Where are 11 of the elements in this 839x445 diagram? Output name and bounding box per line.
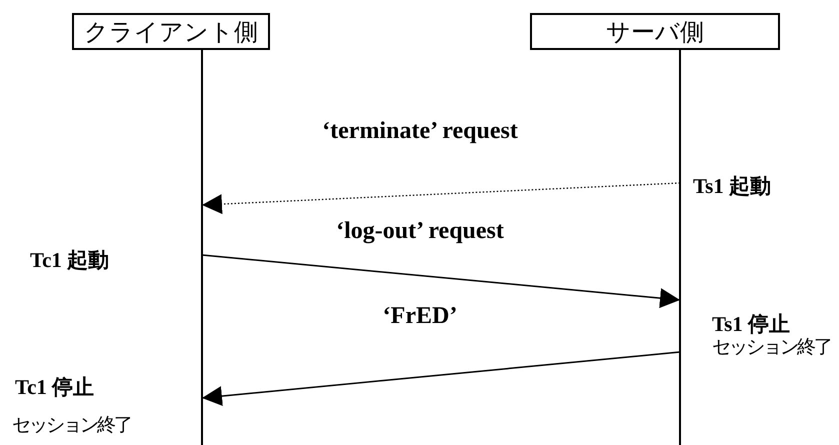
message-arrow bbox=[202, 254, 680, 308]
timer-note: Tc1 停止 bbox=[15, 374, 94, 401]
participant-box: クライアント側 bbox=[72, 13, 270, 50]
timer-note: Tc1 起動 bbox=[30, 247, 110, 274]
status-note: セッション終了 bbox=[12, 413, 131, 438]
message-arrow bbox=[202, 351, 680, 406]
timer-note: Ts1 起動 bbox=[693, 173, 772, 200]
message-arrow bbox=[202, 182, 680, 214]
status-note: セッション終了 bbox=[712, 335, 831, 360]
participant-box: サーバ側 bbox=[530, 13, 780, 50]
timer-note: Ts1 停止 bbox=[712, 311, 790, 338]
